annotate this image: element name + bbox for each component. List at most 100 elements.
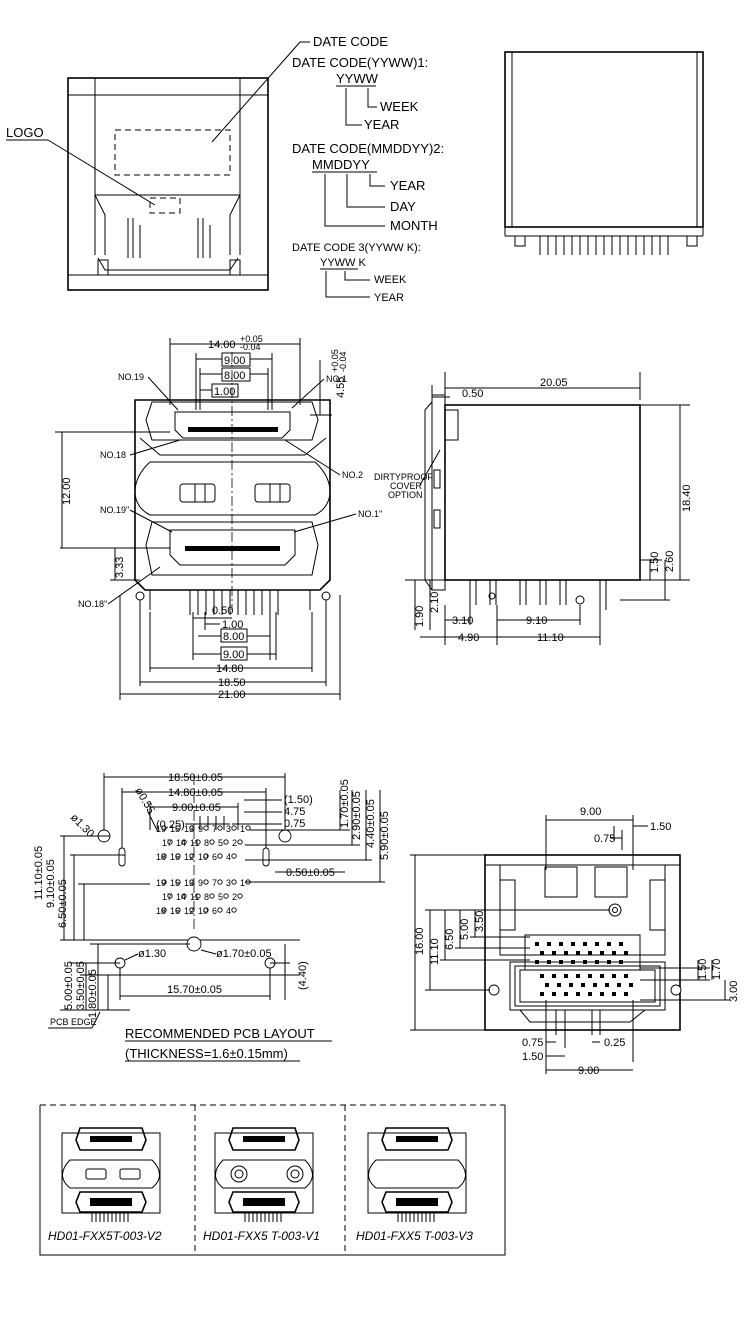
pcb-pin-hole bbox=[223, 893, 229, 899]
pcb-pin-hole bbox=[195, 839, 201, 845]
front-view-dimensioned: 14.00 +0.05 -0.04 9.00 8.00 1.00 4.55 +0… bbox=[55, 334, 382, 701]
pcb-pin-hole bbox=[237, 893, 243, 899]
pcb-pin-number-16: 16 bbox=[170, 906, 180, 916]
pcb-pin-number-19: 19 bbox=[156, 824, 166, 834]
label-no2-top: NO.2 bbox=[342, 470, 363, 480]
pcb-pin-number-12: 12 bbox=[184, 852, 194, 862]
pcb-pin-number-18: 18 bbox=[156, 906, 166, 916]
pcb-pin-number-16: 16 bbox=[170, 852, 180, 862]
bottom-pin-pad bbox=[552, 992, 556, 996]
pcb-edge-label: PCB EDGE bbox=[50, 1017, 97, 1027]
side-dim-1-90: 1.90 bbox=[414, 606, 426, 627]
option-line-1: DIRTYPROOF bbox=[374, 472, 433, 482]
pcb-dim-3-50: 3.50±0.05 bbox=[75, 961, 87, 1010]
pcb-pin-number-7: 7 bbox=[212, 824, 217, 834]
variant-label-v2: HD01-FXX5T-003-V2 bbox=[48, 1229, 162, 1243]
bottom-pin-pad bbox=[612, 974, 616, 978]
variants-row: HD01-FXX5T-003-V2 HD01-FXX5 T-003-V1 HD0… bbox=[39, 1104, 506, 1256]
pcb-pin-number-13: 13 bbox=[184, 878, 194, 888]
bottom-pin-pad bbox=[552, 951, 556, 955]
bottom-dim-0-25-bottom: 0.25 bbox=[604, 1037, 625, 1049]
bottom-pin-pad bbox=[535, 942, 539, 946]
bottom-pin-pad bbox=[612, 992, 616, 996]
pcb-pin-hole bbox=[203, 853, 209, 859]
label-no19-top: NO.19 bbox=[118, 372, 144, 382]
pcb-dim-0-75: 0.75 bbox=[284, 818, 305, 830]
pcb-dim-14-80: 14.80±0.05 bbox=[168, 787, 223, 799]
pcb-pin-number-15: 15 bbox=[170, 878, 180, 888]
pcb-pin-number-9: 9 bbox=[198, 824, 203, 834]
dim-4-55: 4.55 bbox=[335, 377, 347, 398]
pcb-pin-number-3: 3 bbox=[226, 824, 231, 834]
bottom-dim-5-00: 5.00 bbox=[459, 919, 471, 940]
pcb-pin-hole bbox=[203, 825, 209, 831]
bottom-dim-0-75-top: 0.75 bbox=[594, 833, 615, 845]
dim-18-50: 18.50 bbox=[218, 677, 246, 689]
pcb-layout: 18.50±0.05 14.80±0.05 9.00±0.05 (1.50) 4… bbox=[33, 772, 391, 1062]
side-dim-3-10: 3.10 bbox=[452, 615, 473, 627]
pcb-pin-hole bbox=[175, 879, 181, 885]
pcb-pin-hole bbox=[161, 879, 167, 885]
pcb-pin-hole bbox=[231, 879, 237, 885]
bottom-pin-pad bbox=[569, 983, 573, 987]
bottom-pin-pad bbox=[600, 992, 604, 996]
pcb-dim-9-00: 9.00±0.05 bbox=[172, 802, 221, 814]
pcb-pin-number-10: 10 bbox=[198, 906, 208, 916]
pcb-phi-0-55: ø0.55 bbox=[132, 786, 156, 816]
pcb-pin-hole bbox=[217, 825, 223, 831]
variant-label-v3: HD01-FXX5 T-003-V3 bbox=[356, 1229, 473, 1243]
bottom-pin-pad bbox=[624, 992, 628, 996]
pcb-pin-hole bbox=[237, 839, 243, 845]
pcb-pin-hole bbox=[203, 907, 209, 913]
pcb-pin-number-1: 1 bbox=[240, 824, 245, 834]
dim-14-00-tol-up: +0.05 bbox=[240, 334, 263, 344]
pcb-pin-number-15: 15 bbox=[170, 824, 180, 834]
bottom-pin-pad bbox=[571, 942, 575, 946]
side-dim-11-10: 11.10 bbox=[537, 632, 564, 644]
bottom-pin-pad bbox=[552, 974, 556, 978]
pcb-pin-number-5: 5 bbox=[218, 838, 223, 848]
side-dim-4-90: 4.90 bbox=[458, 632, 479, 644]
pcb-pin-hole bbox=[189, 907, 195, 913]
pcb-dim-2-90: 2.90±0.05 bbox=[351, 791, 363, 840]
variant-thumbnail bbox=[61, 1127, 161, 1222]
pcb-layout-subtitle: (THICKNESS=1.6±0.15mm) bbox=[125, 1046, 288, 1061]
pcb-pin-hole bbox=[189, 853, 195, 859]
pcb-pin-number-17: 17 bbox=[162, 892, 172, 902]
pcb-dim-1-70: 1.70±0.05 bbox=[339, 779, 351, 828]
date-code-3-year: YEAR bbox=[374, 292, 404, 304]
pcb-dim-18-50: 18.50±0.05 bbox=[168, 772, 223, 784]
pcb-pin-hole bbox=[175, 853, 181, 859]
pcb-dim-4-40-paren: (4.40) bbox=[297, 961, 309, 990]
dim-14-00-tol-dn: -0.04 bbox=[240, 342, 261, 352]
bottom-dim-3-00-right: 3.00 bbox=[728, 981, 740, 1002]
bottom-pin-pad bbox=[540, 992, 544, 996]
pcb-pin-hole bbox=[223, 839, 229, 845]
dim-4-55-tol-dn: -0.04 bbox=[338, 351, 348, 372]
pcb-pin-hole bbox=[209, 893, 215, 899]
pcb-dim-1-80: 1.80±0.05 bbox=[87, 969, 99, 1018]
pcb-pin-number-17: 17 bbox=[162, 838, 172, 848]
dim-14-00: 14.00 bbox=[208, 339, 236, 351]
side-dim-1-50: 1.50 bbox=[649, 552, 661, 573]
pcb-pin-hole bbox=[245, 825, 251, 831]
dim-12-00: 12.00 bbox=[61, 477, 73, 505]
bottom-pin-pad bbox=[588, 951, 592, 955]
label-no18-top: NO.18 bbox=[100, 450, 126, 460]
pcb-pin-hole bbox=[217, 853, 223, 859]
bottom-pin-pad bbox=[540, 974, 544, 978]
date-code-2-month: MONTH bbox=[390, 218, 438, 233]
bottom-pin-pad bbox=[581, 983, 585, 987]
pcb-phi-1-30-bottom: ø1.30 bbox=[138, 948, 166, 960]
bottom-pin-pad bbox=[629, 983, 633, 987]
pcb-pin-number-7: 7 bbox=[212, 878, 217, 888]
bottom-pin-pad bbox=[559, 942, 563, 946]
variant-thumbnail bbox=[214, 1127, 314, 1222]
connector-front-view-top bbox=[67, 77, 269, 291]
pcb-layout-title: RECOMMENDED PCB LAYOUT bbox=[125, 1026, 315, 1041]
side-dim-2-10: 2.10 bbox=[429, 592, 441, 613]
dim-1-00-box: 1.00 bbox=[214, 386, 235, 398]
pcb-pin-number-11: 11 bbox=[190, 892, 199, 902]
